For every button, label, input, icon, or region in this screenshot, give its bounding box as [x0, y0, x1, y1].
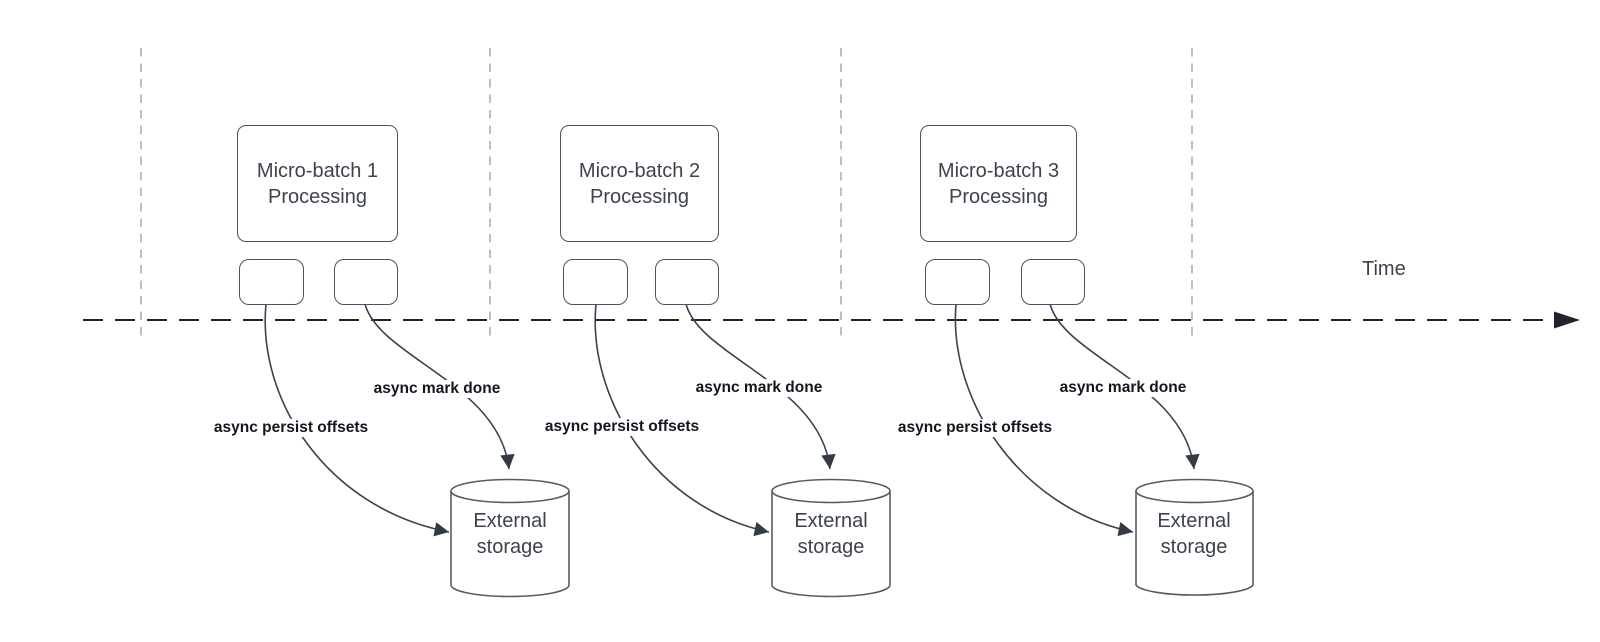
micro-batch-1-process-box: Micro-batch 1 Processing — [237, 125, 398, 242]
mark-done-label-2: async mark done — [691, 379, 827, 397]
micro-batch-1-commit-task-box — [334, 259, 398, 305]
micro-batch-3-commit-task-box — [1021, 259, 1085, 305]
micro-batch-3-process-box: Micro-batch 3 Processing — [920, 125, 1077, 242]
micro-batch-2-offset-task-box — [563, 259, 628, 305]
micro-batch-1-offset-task-box — [239, 259, 304, 305]
time-axis-label: Time — [1362, 258, 1406, 280]
mark-done-label-1: async mark done — [369, 380, 505, 398]
external-storage-cylinder-3 — [1135, 478, 1254, 596]
micro-batch-2-process-box: Micro-batch 2 Processing — [560, 125, 719, 242]
external-storage-label-3: External storage — [1157, 510, 1231, 558]
mark-done-label-3: async mark done — [1055, 379, 1191, 397]
external-storage-label-2: External storage — [794, 510, 868, 558]
time-axis-arrowhead-icon — [1554, 311, 1580, 329]
persist-offsets-label-2: async persist offsets — [540, 418, 704, 436]
mark-done-arrow-2 — [685, 303, 836, 470]
persist-offsets-label-3: async persist offsets — [893, 419, 1057, 437]
micro-batch-3-offset-task-box — [925, 259, 990, 305]
mark-done-arrow-3 — [1049, 303, 1200, 470]
persist-offsets-arrow-3 — [954, 303, 1134, 537]
external-storage-cylinder-1 — [450, 478, 570, 598]
external-storage-cylinder-2 — [771, 478, 891, 598]
mark-done-arrow-1 — [364, 303, 515, 470]
persist-offsets-label-1: async persist offsets — [209, 419, 373, 437]
persist-offsets-arrow-2 — [594, 303, 770, 537]
micro-batch-2-commit-task-box — [655, 259, 719, 305]
external-storage-label-1: External storage — [473, 510, 547, 558]
persist-offsets-arrow-1 — [264, 303, 450, 537]
